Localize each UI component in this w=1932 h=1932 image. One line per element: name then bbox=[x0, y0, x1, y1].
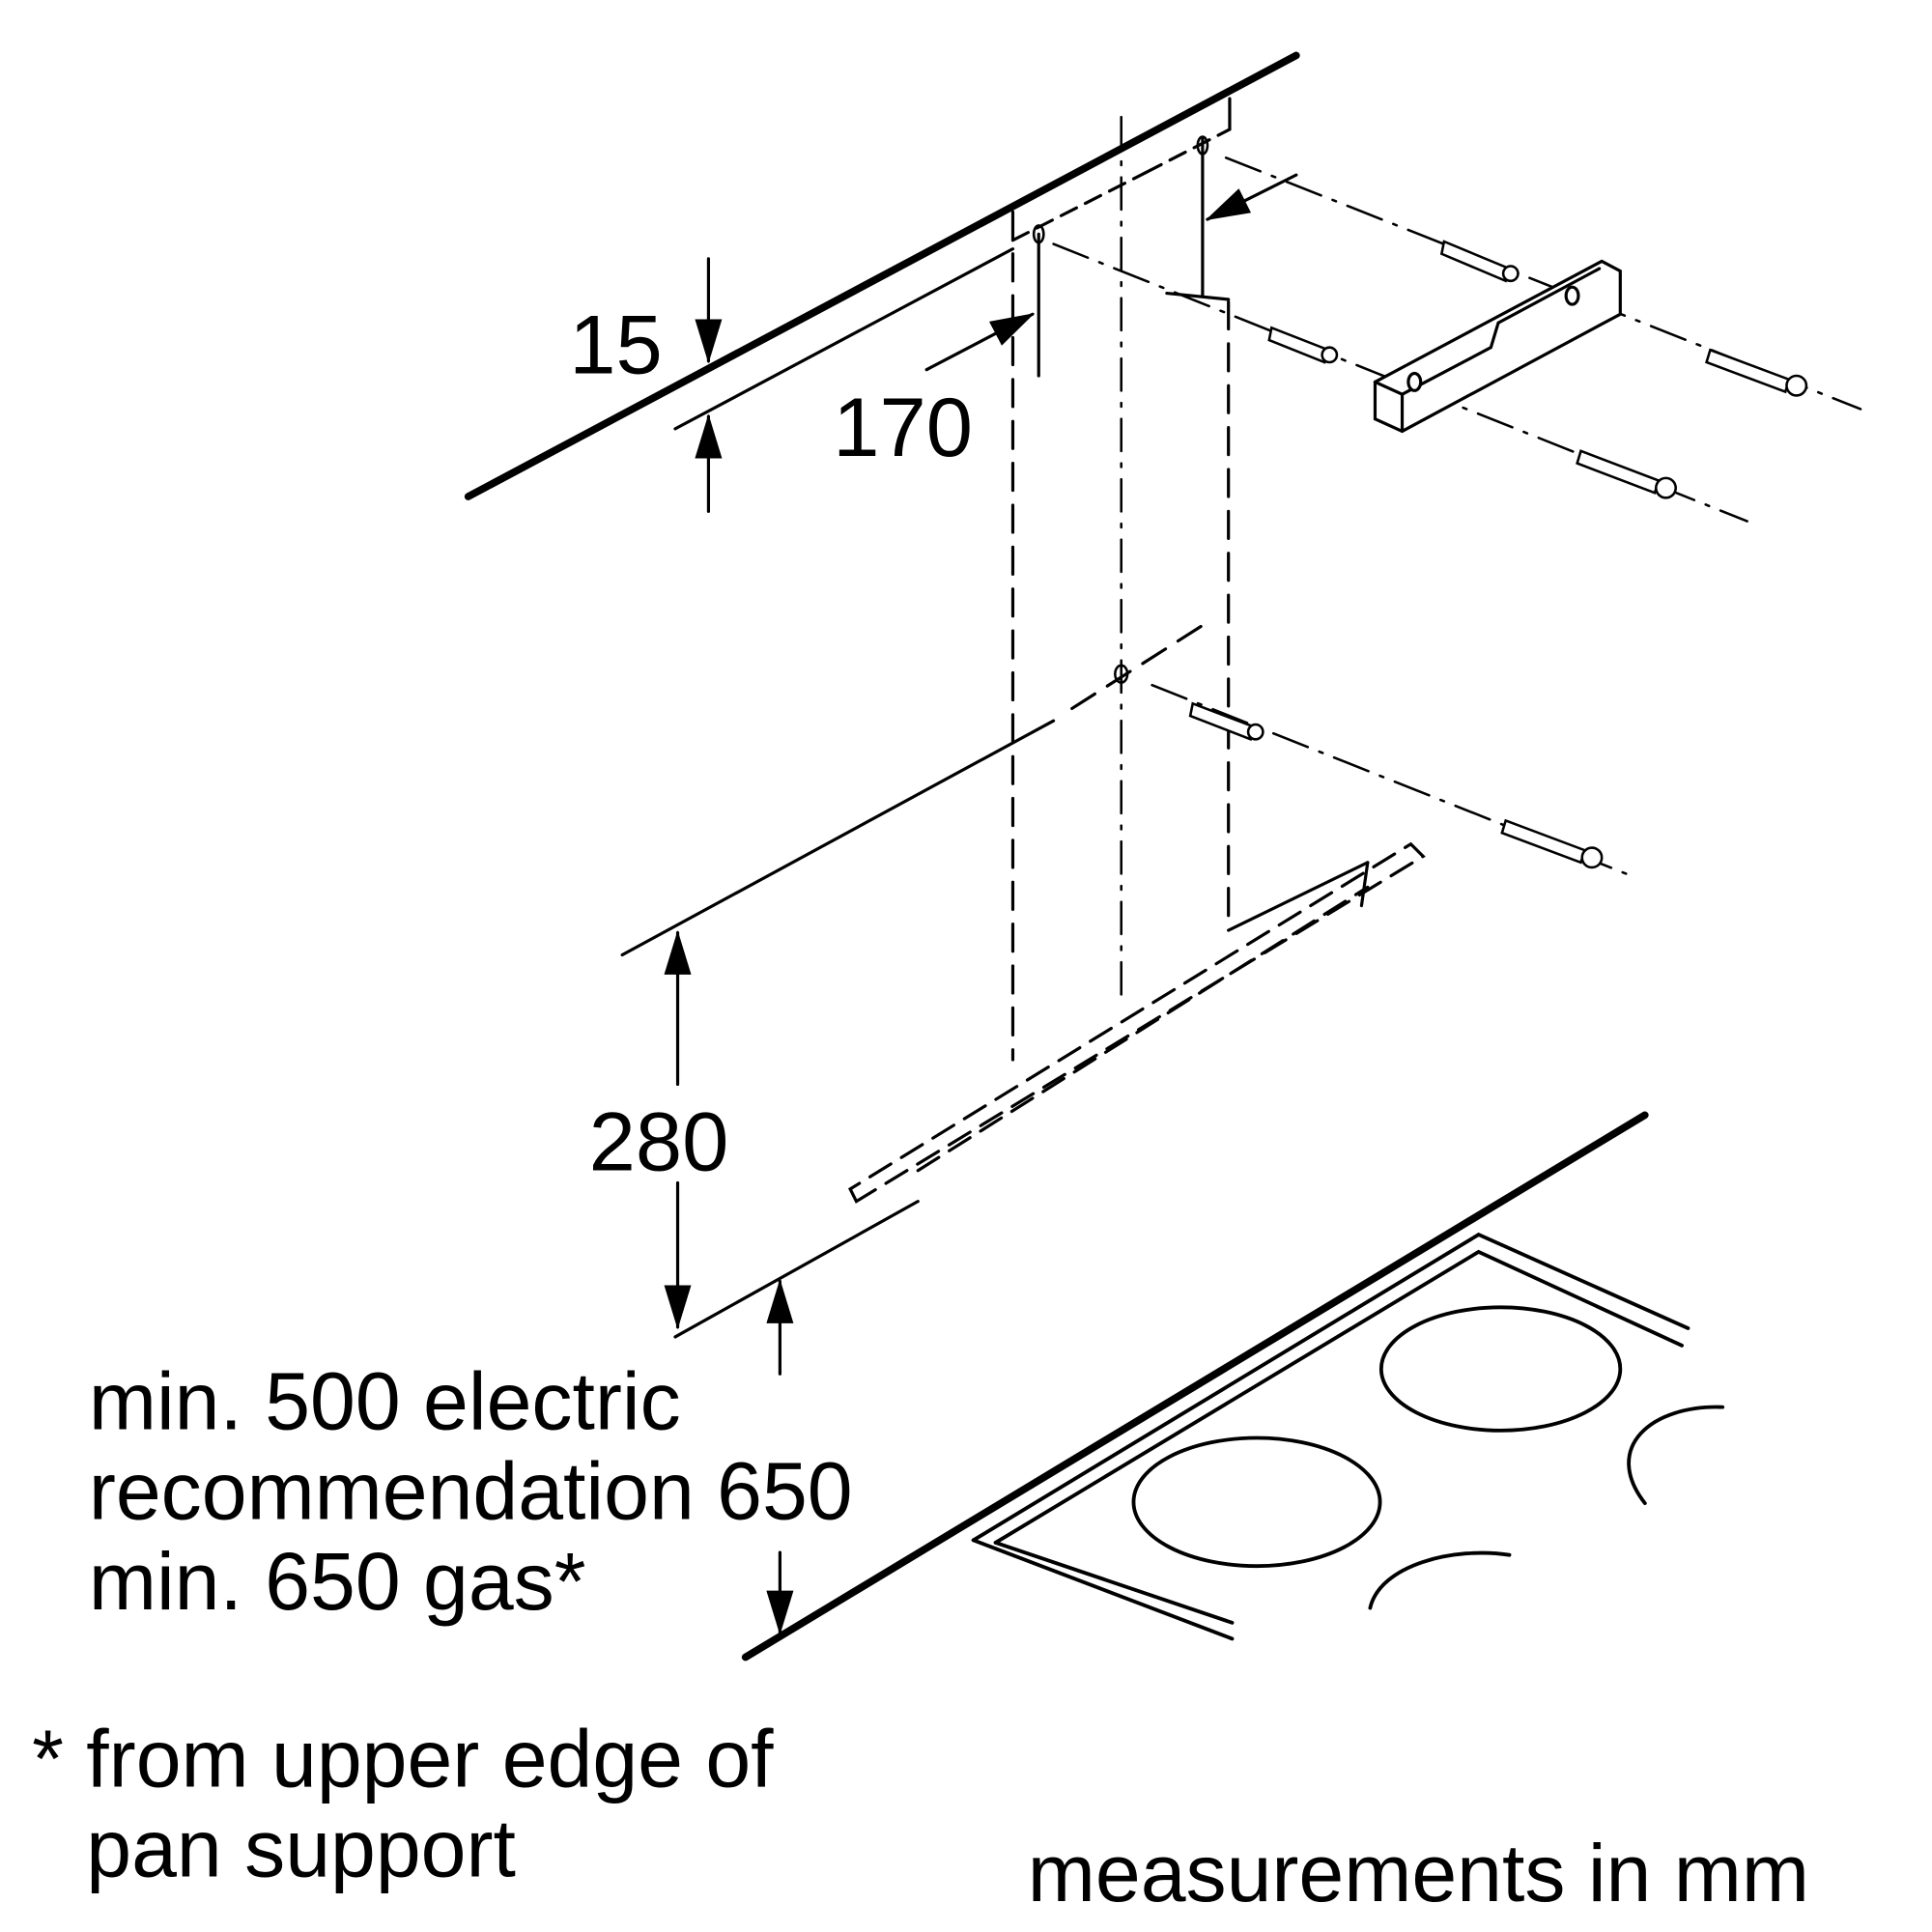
dim-280-label: 280 bbox=[589, 1095, 729, 1189]
dim-170-label: 170 bbox=[833, 381, 973, 474]
dim-15-label: 15 bbox=[569, 298, 662, 391]
screw bbox=[1500, 818, 1604, 869]
hood-bottom-line bbox=[673, 1200, 920, 1339]
screw bbox=[1576, 449, 1677, 499]
screw bbox=[1705, 348, 1808, 397]
cooking-zone bbox=[1368, 1550, 1512, 1610]
cooking-zone bbox=[1627, 1405, 1725, 1506]
cooking-zone bbox=[1131, 1435, 1382, 1569]
note-recommendation: recommendation 650 bbox=[89, 1446, 853, 1537]
note-min-gas: min. 650 gas* bbox=[89, 1536, 586, 1627]
screw-hole bbox=[1032, 224, 1045, 244]
dim-170-arrow bbox=[924, 312, 1036, 372]
cabinet-edge-line bbox=[464, 51, 1300, 500]
note-min-electric: min. 500 electric bbox=[89, 1356, 681, 1447]
footnote-line2: pan support bbox=[86, 1804, 516, 1894]
wall-plug bbox=[1267, 326, 1339, 364]
units-note: measurements in mm bbox=[1028, 1828, 1809, 1918]
cooking-zone bbox=[1378, 1305, 1623, 1433]
footnote-line1: * from upper edge of bbox=[32, 1713, 774, 1804]
wall-bracket bbox=[1373, 259, 1622, 434]
hob-edge-line bbox=[741, 1111, 1649, 1662]
wall-plug bbox=[1439, 240, 1520, 283]
wall-plug bbox=[1188, 701, 1264, 741]
dim-170-arrow-right bbox=[1205, 173, 1298, 221]
screw-hole bbox=[1196, 135, 1209, 156]
hood-top-line bbox=[673, 247, 1015, 431]
hob bbox=[971, 1232, 1725, 1641]
hood-middle-line bbox=[620, 719, 1056, 957]
